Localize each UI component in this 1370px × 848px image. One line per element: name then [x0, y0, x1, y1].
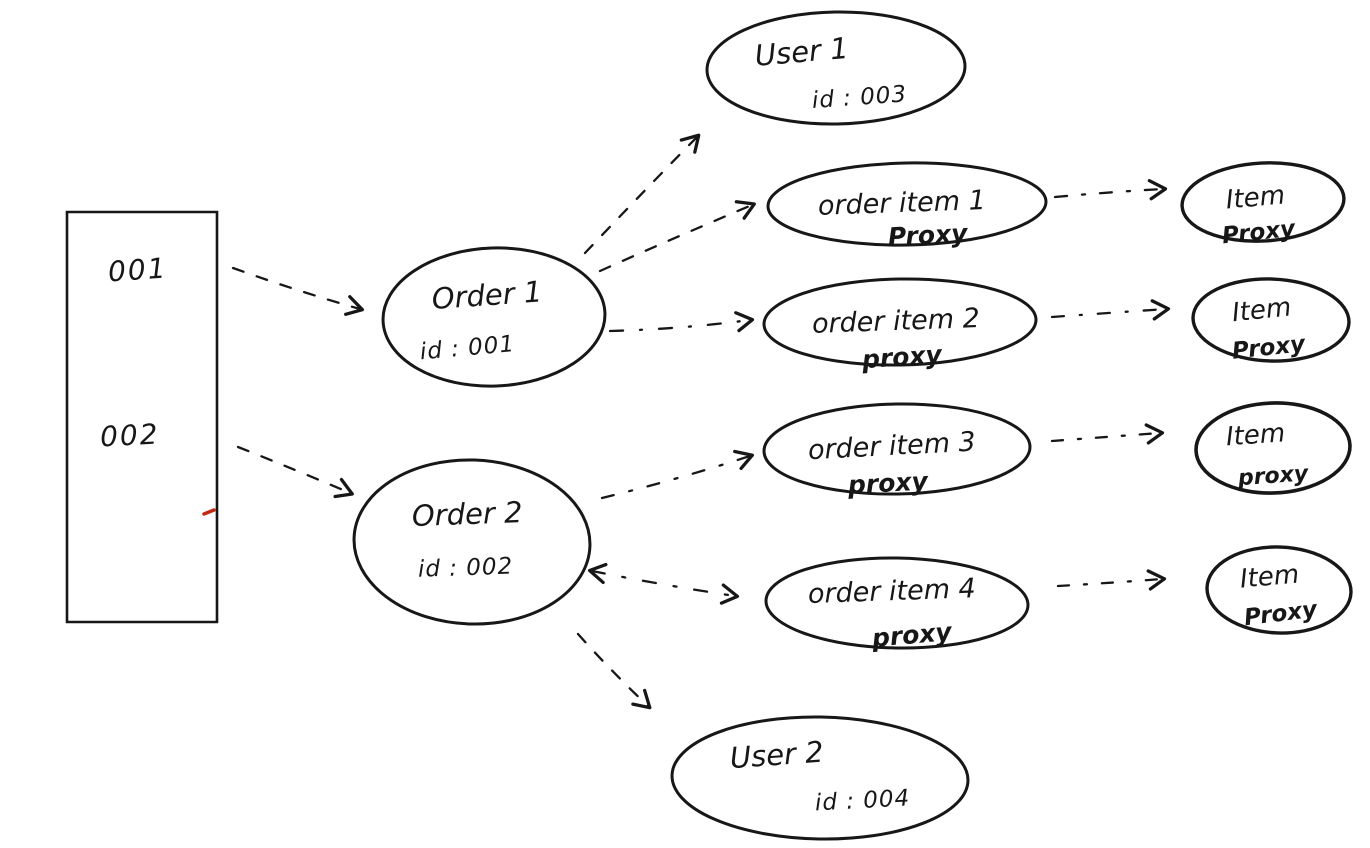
edge-order1-to-orderitem1: [600, 200, 756, 271]
node-item3-shape: [1194, 400, 1351, 495]
node-order1: Order 1 id : 001: [381, 244, 608, 390]
node-item1-shape: [1180, 159, 1346, 245]
node-item3-title: Item: [1225, 418, 1286, 452]
red-tick-mark: [202, 508, 216, 516]
node-user2-shape: [671, 714, 969, 841]
node-item1: Item Proxy: [1180, 159, 1346, 249]
node-orderitem2-shape: [763, 277, 1036, 368]
node-orderitem2: order item 2 proxy: [763, 277, 1036, 375]
edges-layer: [233, 133, 1171, 710]
edge-orderitem3-to-item3: [1052, 423, 1165, 445]
id-list-value-1: 001: [107, 251, 169, 288]
node-item3-proxy-tag: proxy: [1236, 461, 1310, 491]
node-user1-shape: [706, 10, 966, 126]
edge-list-to-order1: [233, 268, 365, 316]
node-orderitem4-title: order item 4: [807, 573, 976, 610]
node-orderitem3: order item 3 proxy: [763, 402, 1031, 500]
node-order1-shape: [381, 244, 608, 390]
node-item1-title: Item: [1225, 180, 1287, 215]
node-order1-title: Order 1: [431, 274, 544, 316]
id-list-value-2: 002: [99, 417, 160, 453]
edge-orderitem4-to-item4: [1058, 569, 1167, 591]
node-item2-shape: [1192, 276, 1351, 363]
edge-order1-to-orderitem2: [610, 311, 755, 333]
node-order2-id: id : 002: [418, 553, 514, 582]
edge-orderitem1-to-item1: [1055, 179, 1168, 201]
node-item4: Item Proxy: [1206, 545, 1353, 636]
node-orderitem4: order item 4 proxy: [765, 556, 1029, 653]
node-user2: User 2 id : 004: [671, 714, 969, 841]
node-orderitem3-proxy-tag: proxy: [846, 466, 930, 499]
node-order2: Order 2 id : 002: [351, 456, 593, 628]
edge-order1-to-user1: [585, 133, 701, 253]
node-item2-title: Item: [1231, 292, 1293, 328]
node-orderitem1-shape: [767, 161, 1046, 248]
node-item4-shape: [1206, 545, 1353, 636]
edge-list-to-order2: [238, 447, 354, 499]
node-user2-id: id : 004: [814, 785, 910, 816]
node-user2-title: User 2: [729, 735, 825, 775]
node-orderitem2-proxy-tag: proxy: [860, 340, 944, 375]
node-orderitem4-shape: [765, 556, 1029, 651]
node-user1: User 1 id : 003: [706, 10, 966, 126]
node-order2-title: Order 2: [411, 495, 523, 533]
edge-orderitem2-to-item2: [1052, 299, 1171, 321]
edge-order2-to-orderitem3: [602, 449, 754, 498]
node-orderitem3-shape: [763, 402, 1031, 497]
node-orderitem4-proxy-tag: proxy: [870, 617, 955, 653]
node-orderitem1-proxy-tag: Proxy: [887, 218, 970, 251]
node-orderitem1: order item 1 Proxy: [767, 161, 1046, 252]
node-order2-shape: [351, 456, 593, 628]
node-orderitem1-title: order item 1: [817, 185, 986, 222]
node-orderitem2-title: order item 2: [811, 303, 980, 340]
node-item4-title: Item: [1239, 560, 1301, 595]
id-list-rect: [67, 212, 217, 622]
edge-order2-to-user2: [578, 634, 652, 710]
node-user1-title: User 1: [753, 31, 849, 73]
node-item2: Item Proxy: [1192, 276, 1351, 365]
edge-order2-to-orderitem4: [587, 562, 740, 605]
node-item3: Item proxy: [1194, 400, 1351, 495]
id-list-box: 001 002: [67, 212, 217, 622]
